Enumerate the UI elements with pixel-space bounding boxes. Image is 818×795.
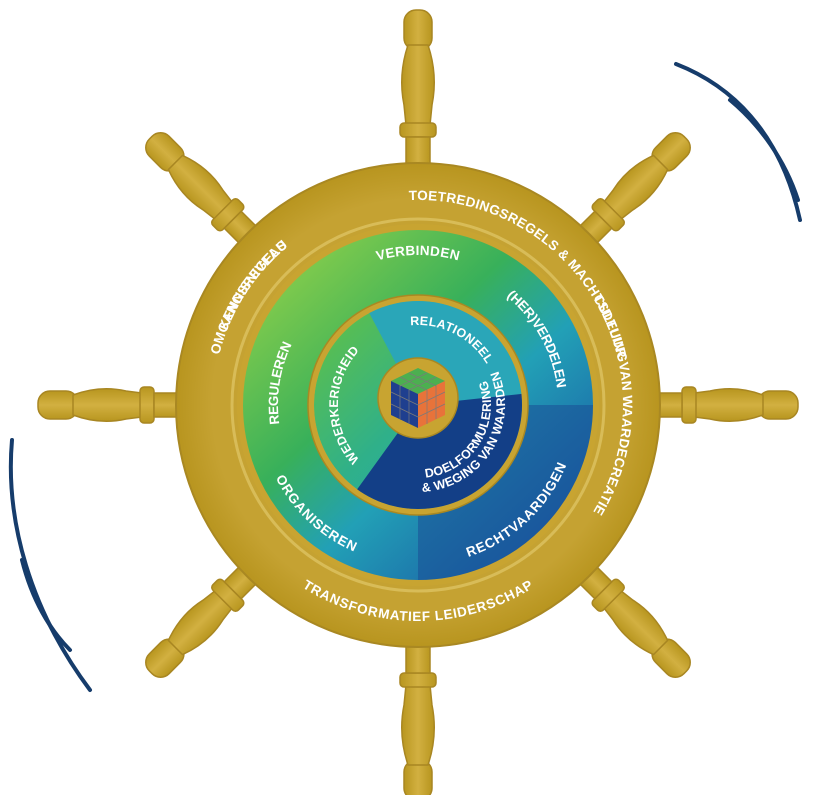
- handle-bottom: [399, 632, 437, 795]
- handle-left: [37, 386, 195, 424]
- motion-line-left-2: [20, 558, 72, 652]
- motion-lines: [8, 62, 802, 692]
- outer-ring-groove: [230, 217, 606, 593]
- motion-line-left-1: [8, 438, 92, 692]
- label-verbinden-path: VERBINDEN: [374, 243, 461, 264]
- label-verbinden: VERBINDEN: [374, 243, 461, 264]
- disc-inner-rim: [237, 224, 599, 586]
- handle-right: [641, 386, 799, 424]
- rubiks-cube-icon: [390, 368, 446, 428]
- motion-line-right-2: [728, 98, 800, 202]
- motion-line-right-1: [674, 62, 802, 222]
- handle-top: [399, 9, 437, 178]
